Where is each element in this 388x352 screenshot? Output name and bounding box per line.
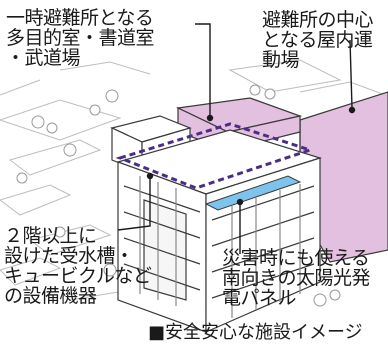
label-line: 電パネル [222, 287, 297, 309]
label-line: 南向きの太陽光発 [222, 267, 371, 289]
label-line: 災害時にも使える [222, 247, 370, 269]
label-line: 動場 [262, 49, 300, 71]
label-line: ・武道場 [6, 47, 81, 69]
label-line: 多目的室・書道室 [6, 27, 155, 49]
label-line: となる屋内運 [262, 29, 373, 51]
label-line: の設備機器 [4, 285, 97, 307]
label-line: 一時避難所となる [6, 7, 154, 29]
label-line: キュービクルなど [4, 265, 152, 287]
label-gymnasium: 避難所の中心 となる屋内運 動場 [262, 9, 374, 71]
label-line: ２階以上に [4, 225, 97, 247]
label-line: 設けた受水槽・ [4, 245, 134, 267]
label-line: 避難所の中心 [262, 9, 374, 31]
figure-caption: ■安全安心な施設イメージ [148, 322, 363, 343]
label-temporary-shelter-rooms: 一時避難所となる 多目的室・書道室 ・武道場 [6, 7, 155, 69]
label-utility-equipment: ２階以上に 設けた受水槽・ キュービクルなど の設備機器 [4, 225, 152, 307]
leader-lines [117, 23, 356, 254]
solar-panels [204, 175, 302, 211]
label-solar-panels: 災害時にも使える 南向きの太陽光発 電パネル [222, 247, 371, 309]
trees [16, 84, 341, 307]
